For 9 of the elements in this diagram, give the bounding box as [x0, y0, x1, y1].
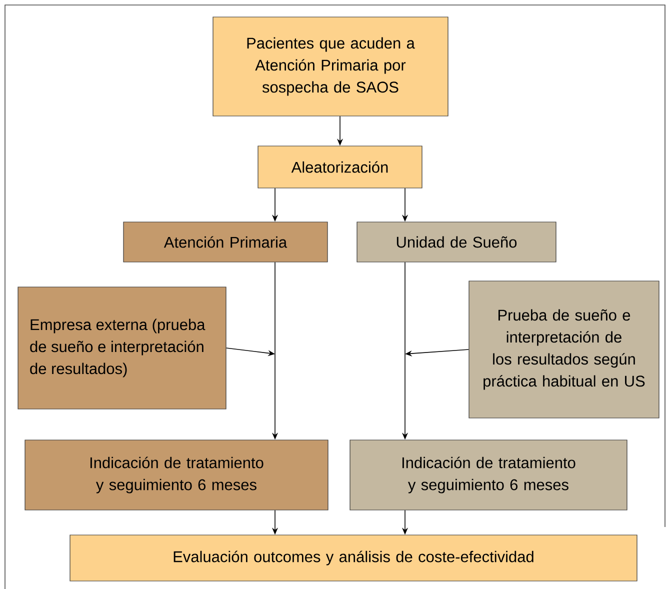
- process-box: Unidad de Sueño: [356, 222, 556, 262]
- process-box: Aleatorización: [258, 146, 422, 188]
- process-box: Evaluación outcomes y análisis de coste-efectividad: [70, 534, 638, 582]
- process-box: Pacientes que acuden a Atención Primaria por sospecha de SAOS: [212, 16, 448, 116]
- process-box: Atención Primaria: [123, 222, 328, 262]
- process-box: Indicación de tratamiento y seguimiento 6 meses: [350, 440, 628, 510]
- process-box: Prueba de sueño e interpretación de los resultados según práctica habitual en US: [468, 280, 660, 418]
- process-box: Indicación de tratamiento y seguimiento 6 meses: [24, 440, 328, 510]
- process-box: Empresa externa (prueba de sueño e interpretación de resultados): [18, 286, 226, 410]
